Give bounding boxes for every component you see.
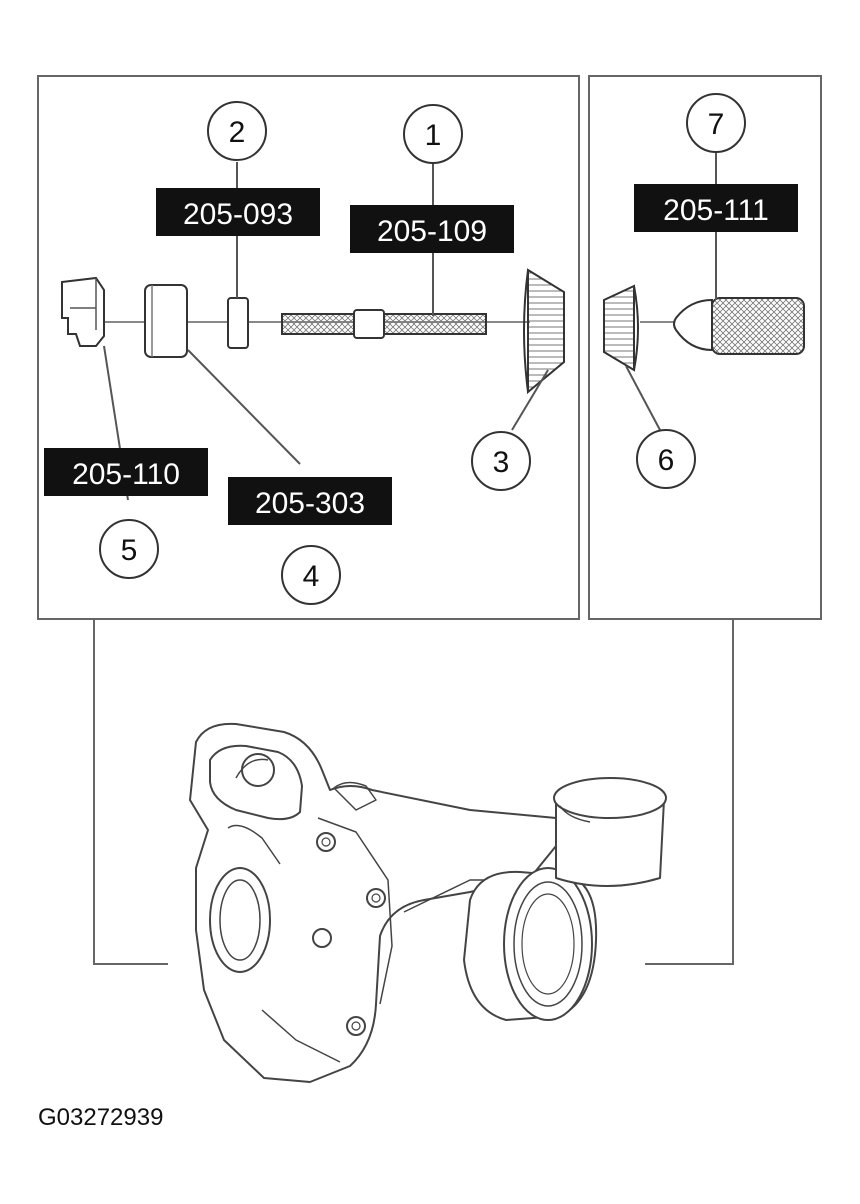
tag-205-111-text: 205-111 [663, 194, 769, 227]
callout-3: 3 [471, 431, 531, 491]
adapter-205-110 [61, 276, 105, 347]
callout-5-number: 5 [121, 534, 138, 567]
left-bracket-line [93, 620, 168, 965]
left-tool-panel [37, 75, 580, 620]
cone-pusher-6 [603, 284, 639, 372]
collar-205-093 [227, 297, 249, 349]
callout-7: 7 [686, 93, 746, 153]
callout-6-number: 6 [658, 444, 675, 477]
tag-205-093: 205-093 [156, 188, 320, 236]
tag-205-109: 205-109 [350, 205, 514, 253]
tag-205-111: 205-111 [634, 184, 798, 232]
callout-4: 4 [281, 545, 341, 605]
callout-1-number: 1 [425, 119, 442, 152]
cone-pusher-3 [523, 268, 565, 395]
tag-205-109-text: 205-109 [377, 215, 487, 248]
spacer-205-303 [144, 284, 188, 358]
tag-205-110-text: 205-110 [72, 458, 180, 491]
tag-205-093-text: 205-093 [183, 198, 293, 231]
callout-3-number: 3 [493, 446, 510, 479]
callout-2-number: 2 [229, 116, 246, 149]
callout-5: 5 [99, 519, 159, 579]
forcing-screw-205-109 [281, 309, 487, 339]
tag-205-110: 205-110 [44, 448, 208, 496]
callout-1: 1 [403, 104, 463, 164]
right-bracket-line [645, 620, 734, 965]
callout-4-number: 4 [303, 560, 320, 593]
right-tool-panel [588, 75, 822, 620]
tag-205-303: 205-303 [228, 477, 392, 525]
pilot-205-111 [673, 297, 805, 355]
axle-housing-illustration [189, 722, 667, 1083]
callout-6: 6 [636, 429, 696, 489]
callout-2: 2 [207, 101, 267, 161]
figure-id: G03272939 [38, 1104, 164, 1131]
callout-7-number: 7 [708, 108, 725, 141]
tag-205-303-text: 205-303 [255, 487, 365, 520]
